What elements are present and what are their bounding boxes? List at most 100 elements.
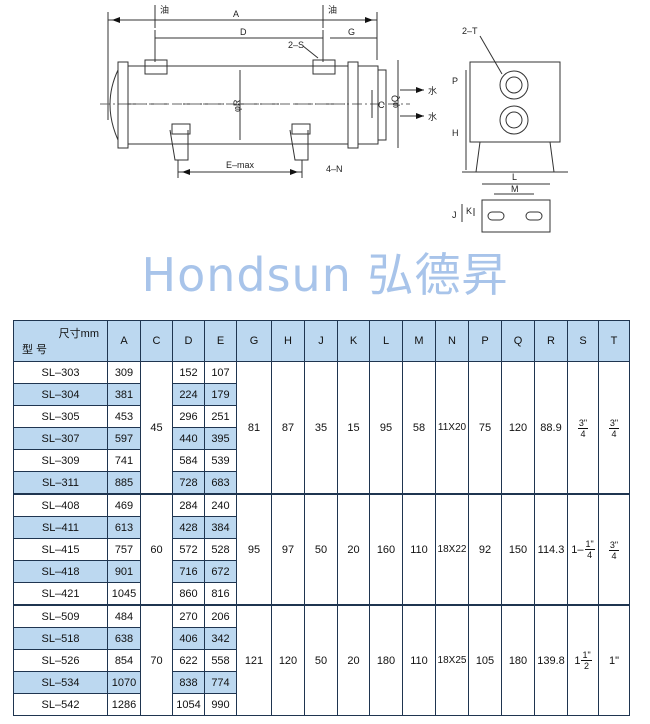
cell-H: 120	[271, 604, 305, 716]
cell-model: SL–534	[13, 671, 108, 694]
cell-A: 1286	[107, 693, 141, 716]
cell-P: 75	[468, 361, 502, 495]
cell-M: 58	[402, 361, 436, 495]
cell-T: 1"	[598, 604, 630, 716]
cell-M: 110	[402, 604, 436, 716]
cell-K: 20	[337, 493, 370, 606]
cell-D: 296	[172, 405, 205, 428]
cell-model: SL–307	[13, 427, 108, 450]
cell-E: 774	[204, 671, 237, 694]
cell-E: 206	[204, 604, 237, 628]
cell-D: 622	[172, 649, 205, 672]
cell-E: 384	[204, 516, 237, 539]
dim-label-N: 4–N	[326, 164, 343, 174]
dim-label-G: G	[348, 27, 355, 37]
cell-G: 121	[236, 604, 272, 716]
fraction-whole: 1–	[571, 543, 584, 556]
cell-E: 558	[204, 649, 237, 672]
cell-N: 18X25	[435, 604, 469, 716]
cell-T: 3"4	[598, 361, 630, 495]
cell-T: 3"4	[598, 493, 630, 606]
fraction-value: 1"	[608, 654, 620, 667]
cell-A: 741	[107, 449, 141, 472]
cell-M: 110	[402, 493, 436, 606]
cell-L: 180	[369, 604, 403, 716]
fraction-numerator: 1"	[581, 650, 592, 661]
cell-model: SL–408	[13, 493, 108, 517]
cell-E: 528	[204, 538, 237, 561]
cell-J: 50	[304, 604, 338, 716]
cell-A: 613	[107, 516, 141, 539]
column-header-S: S	[567, 320, 599, 362]
cell-model: SL–518	[13, 627, 108, 650]
dim-label-T: 2–T	[462, 26, 478, 36]
column-header-G: G	[236, 320, 272, 362]
cell-D: 716	[172, 560, 205, 583]
cell-D: 440	[172, 427, 205, 450]
cell-model: SL–304	[13, 383, 108, 406]
dim-label-R: φR	[232, 99, 242, 112]
cell-model: SL–305	[13, 405, 108, 428]
cell-model: SL–509	[13, 604, 108, 628]
cell-model: SL–542	[13, 693, 108, 716]
cell-E: 240	[204, 493, 237, 517]
column-header-C: C	[140, 320, 173, 362]
cell-A: 901	[107, 560, 141, 583]
cell-E: 179	[204, 383, 237, 406]
dim-label-K: K	[466, 206, 472, 216]
cell-A: 638	[107, 627, 141, 650]
cell-R: 114.3	[534, 493, 568, 606]
cell-A: 469	[107, 493, 141, 517]
fraction-value: 3"4	[608, 417, 620, 439]
cell-E: 672	[204, 560, 237, 583]
dim-label-Q: φQ	[390, 95, 400, 108]
fraction-value: 3"4	[608, 540, 620, 561]
cell-A: 597	[107, 427, 141, 450]
dim-label-P: P	[452, 76, 458, 86]
cell-E: 342	[204, 627, 237, 650]
dim-label-C: C	[378, 100, 385, 110]
corner-header-cell: 尺寸mm 型 号	[13, 320, 108, 362]
label-water-in: 水	[428, 85, 437, 96]
brand-watermark: Hondsun 弘德昇	[141, 248, 509, 302]
label-water-out: 水	[428, 111, 437, 122]
cell-D: 838	[172, 671, 205, 694]
fraction-numerator: 3"	[608, 417, 620, 429]
cell-H: 97	[271, 493, 305, 606]
cell-D: 1054	[172, 693, 205, 716]
column-header-R: R	[534, 320, 568, 362]
cell-K: 15	[337, 361, 370, 495]
fraction-denominator: 2	[584, 661, 590, 671]
dim-label-D: D	[240, 27, 247, 37]
column-header-L: L	[369, 320, 403, 362]
column-header-Q: Q	[501, 320, 535, 362]
cell-Q: 150	[501, 493, 535, 606]
cell-D: 428	[172, 516, 205, 539]
column-header-P: P	[468, 320, 502, 362]
cell-C: 45	[140, 361, 173, 495]
cell-C: 70	[140, 604, 173, 716]
column-header-T: T	[598, 320, 630, 362]
column-header-J: J	[304, 320, 338, 362]
column-header-K: K	[337, 320, 370, 362]
cell-N: 11X20	[435, 361, 469, 495]
cell-N: 18X22	[435, 493, 469, 606]
cell-A: 1045	[107, 582, 141, 606]
fraction-denominator: 4	[580, 428, 586, 439]
cell-model: SL–311	[13, 471, 108, 495]
cell-A: 757	[107, 538, 141, 561]
header-model-label: 型 号	[22, 344, 48, 356]
cell-D: 152	[172, 361, 205, 384]
dim-label-J: J	[452, 210, 457, 220]
cell-model: SL–303	[13, 361, 108, 384]
